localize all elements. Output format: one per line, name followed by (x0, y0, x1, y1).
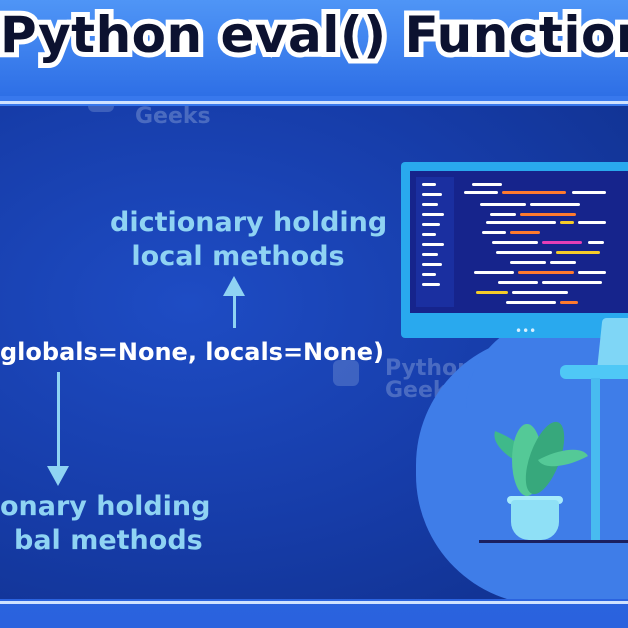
title-text: Python eval() Function (0, 6, 628, 64)
watermark-line-2: Geeks (135, 106, 211, 129)
code-line (560, 221, 574, 224)
arrow-up-icon (223, 276, 245, 296)
code-line (530, 203, 580, 206)
global-methods-label: onary holding bal methods (0, 490, 210, 558)
code-line (588, 241, 604, 244)
eval-signature: globals=None, locals=None) (0, 338, 384, 366)
local-methods-label: dictionary holding local methods (110, 206, 388, 274)
code-line (572, 191, 606, 194)
python-geeks-logo-icon (333, 360, 359, 386)
page-title: Python eval() Function Python eval() Fun… (0, 1, 628, 69)
arrow-down-icon (47, 466, 69, 486)
monitor-with-code-icon: ••• (401, 162, 628, 338)
code-line (482, 231, 506, 234)
code-line (560, 301, 578, 304)
watermark-line-1: Python (385, 356, 473, 381)
code-line (506, 301, 556, 304)
code-line (550, 261, 576, 264)
code-line (422, 203, 438, 206)
local-label-line-2: local methods (131, 241, 345, 272)
code-line (422, 223, 440, 226)
arrow-down-shaft (57, 372, 60, 468)
code-line (422, 213, 444, 216)
code-line (556, 251, 600, 254)
editor-sidebar (416, 177, 454, 307)
content-panel: Python Geeks Python Geeks dictionary hol… (0, 106, 628, 599)
global-label-line-2: bal methods (14, 525, 203, 556)
desk-icon (560, 365, 628, 379)
code-line (498, 281, 538, 284)
code-line (578, 271, 606, 274)
title-outline: Python eval() Function (0, 1, 628, 69)
watermark-top: Python Geeks (135, 106, 223, 128)
code-line (476, 291, 508, 294)
laptop-icon (597, 318, 628, 365)
code-line (474, 271, 514, 274)
code-line (520, 213, 576, 216)
arrow-up-shaft (233, 294, 236, 328)
monitor-dots: ••• (515, 324, 537, 338)
code-line (422, 243, 444, 246)
code-line (512, 291, 568, 294)
code-line (510, 261, 546, 264)
local-label-line-1: dictionary holding (110, 207, 388, 238)
code-line (422, 183, 436, 186)
potted-plant-icon (511, 500, 559, 540)
global-label-line-1: onary holding (0, 491, 211, 522)
code-line (496, 251, 552, 254)
divider-bottom (0, 601, 628, 604)
code-line (502, 191, 566, 194)
code-line (578, 221, 606, 224)
divider-top (0, 101, 628, 104)
code-line (542, 281, 602, 284)
code-line (472, 183, 502, 186)
code-line (422, 263, 442, 266)
code-line (542, 241, 582, 244)
python-geeks-logo-icon (88, 106, 114, 112)
code-line (480, 203, 526, 206)
floor-line (479, 540, 628, 543)
code-line (510, 231, 540, 234)
code-line (486, 221, 556, 224)
code-line (422, 273, 436, 276)
code-line (490, 213, 516, 216)
code-line (422, 253, 438, 256)
code-line (464, 191, 498, 194)
title-bar: Python eval() Function Python eval() Fun… (0, 0, 628, 96)
code-line (422, 283, 440, 286)
code-line (422, 233, 436, 236)
monitor-screen (410, 171, 628, 313)
code-line (518, 271, 574, 274)
desk-leg (591, 378, 600, 541)
code-line (422, 193, 442, 196)
code-line (492, 241, 538, 244)
